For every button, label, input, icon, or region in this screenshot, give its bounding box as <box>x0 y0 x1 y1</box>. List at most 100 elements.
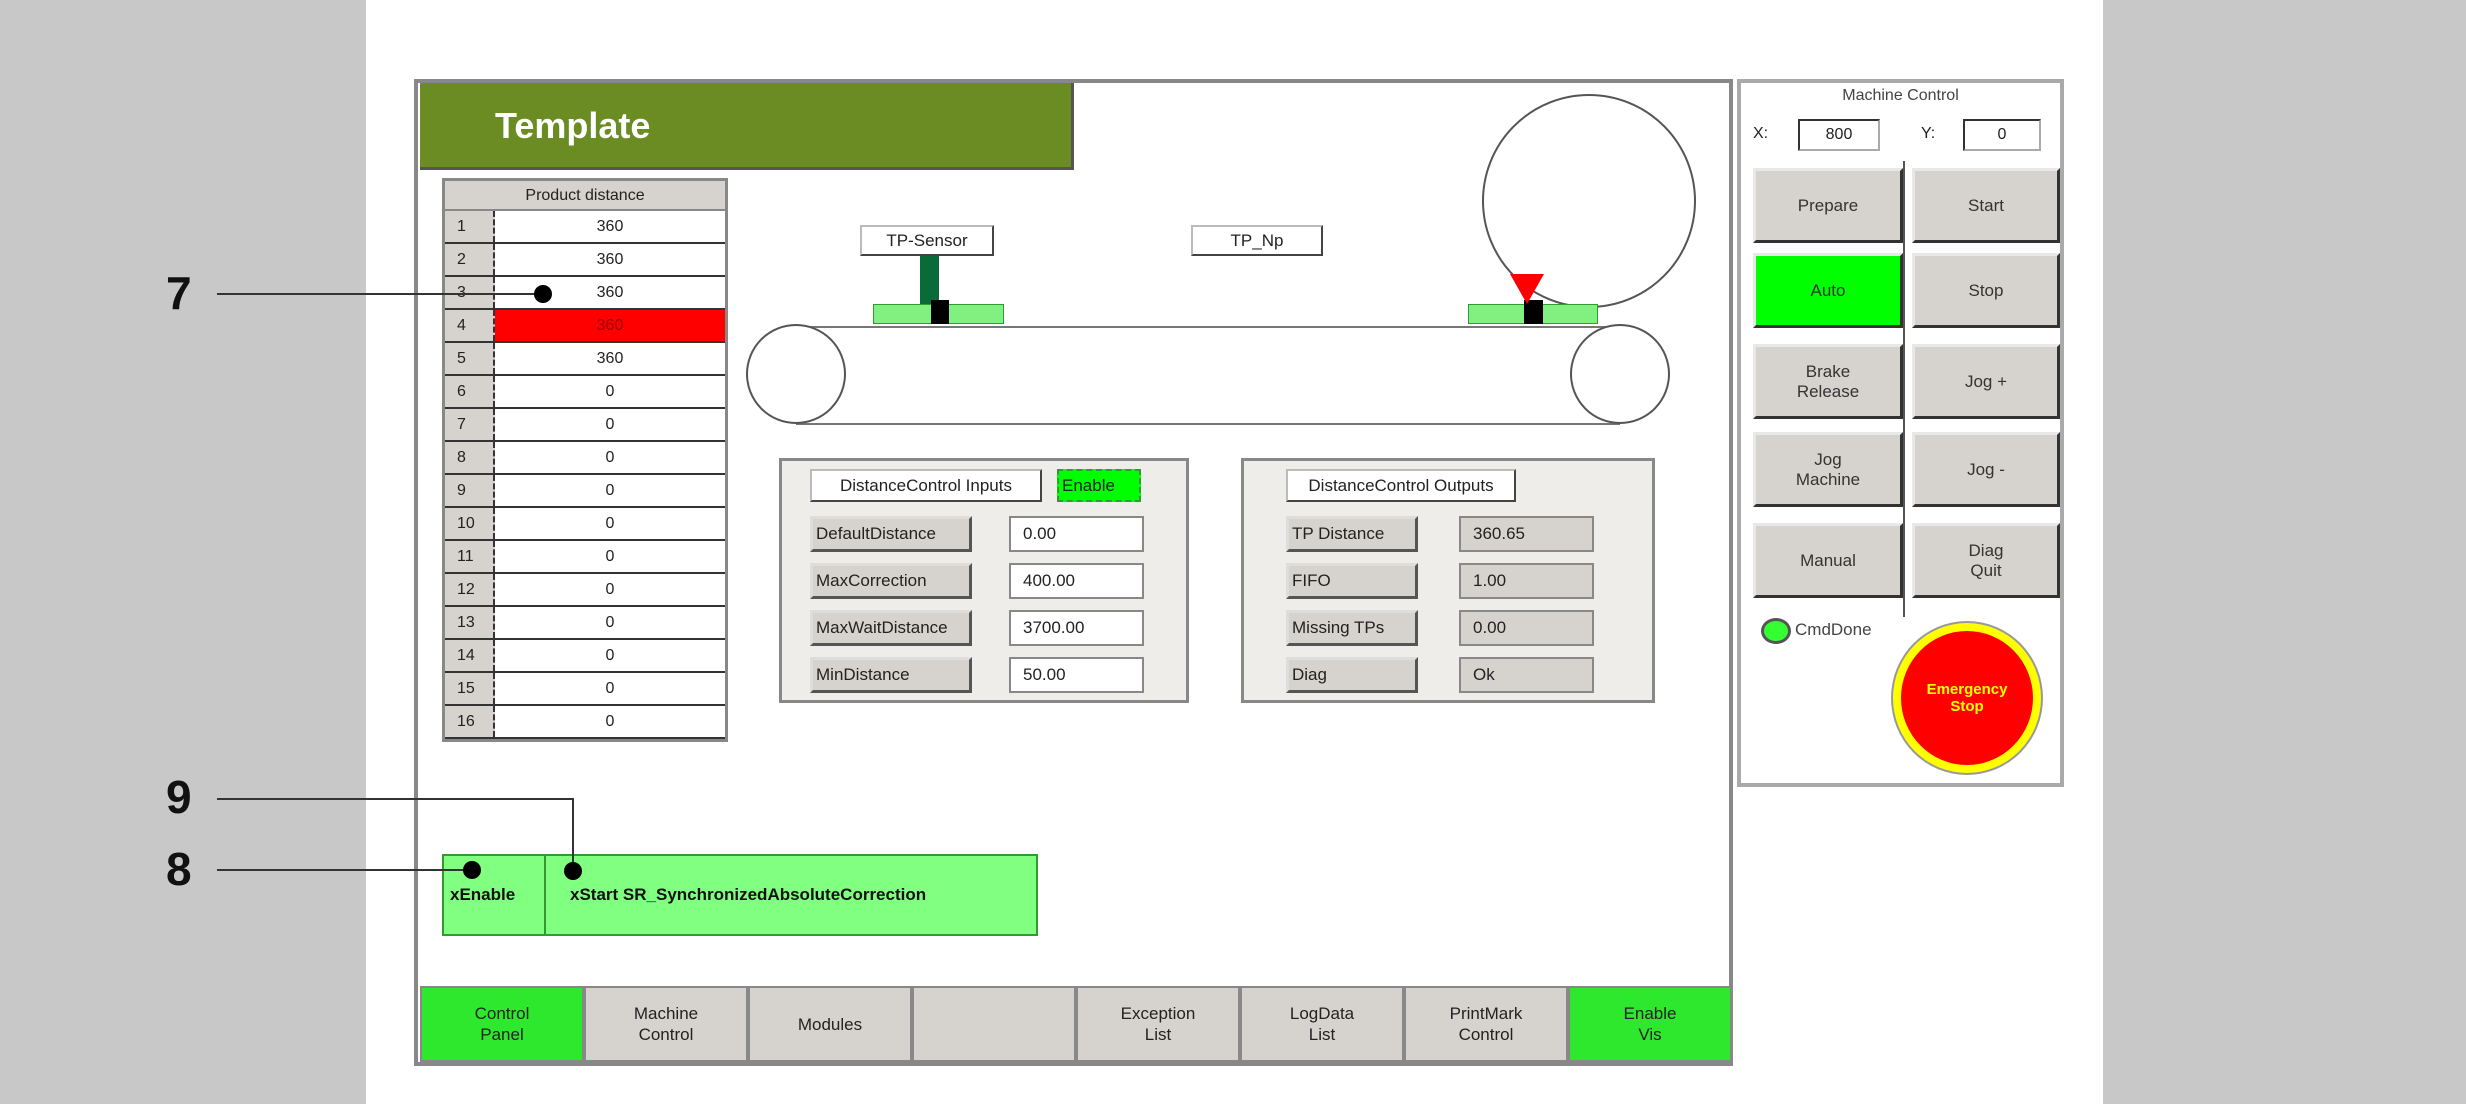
callout-7: 7 <box>166 267 192 319</box>
input-field[interactable]: 50.00 <box>1009 657 1144 693</box>
distance-value[interactable]: 360 <box>495 244 725 275</box>
input-field[interactable]: 3700.00 <box>1009 610 1144 646</box>
machine-button[interactable]: Prepare <box>1753 168 1903 243</box>
callout-7-dot <box>534 285 552 303</box>
row-index: 3 <box>445 277 495 308</box>
tp-sensor-label: TP-Sensor <box>860 225 994 256</box>
inputs-title: DistanceControl Inputs <box>810 469 1042 502</box>
product-distance-table: Product distance 13602360336043605360607… <box>442 178 728 742</box>
machine-button[interactable]: Jog + <box>1912 344 2060 419</box>
input-label: MinDistance <box>810 657 972 693</box>
enable-indicator[interactable]: Enable <box>1057 469 1141 502</box>
distance-value[interactable]: 0 <box>495 376 725 407</box>
output-label: Missing TPs <box>1286 610 1418 646</box>
nav-button[interactable]: Exception List <box>1076 986 1240 1062</box>
x-value-field[interactable]: 800 <box>1798 119 1880 151</box>
distance-value[interactable]: 360 <box>495 211 725 242</box>
machine-button[interactable]: Auto <box>1753 253 1903 328</box>
row-index: 2 <box>445 244 495 275</box>
machine-button[interactable]: Stop <box>1912 253 2060 328</box>
distance-value[interactable]: 360 <box>495 310 725 341</box>
y-value-field[interactable]: 0 <box>1963 119 2041 151</box>
cmd-done-led-icon <box>1761 618 1791 644</box>
nav-button[interactable]: Control Panel <box>420 986 584 1062</box>
distance-value[interactable]: 0 <box>495 508 725 539</box>
nav-button[interactable]: Modules <box>748 986 912 1062</box>
nav-button[interactable]: Machine Control <box>584 986 748 1062</box>
row-index: 10 <box>445 508 495 539</box>
output-label: Diag <box>1286 657 1418 693</box>
machine-button[interactable]: Diag Quit <box>1912 523 2060 598</box>
xenable-field: xEnable <box>444 856 546 934</box>
distance-value[interactable]: 0 <box>495 409 725 440</box>
callout-8-dot <box>463 861 481 879</box>
distance-value[interactable]: 0 <box>495 673 725 704</box>
right-margin <box>2103 0 2466 1104</box>
callout-9: 9 <box>166 771 192 823</box>
nav-button[interactable]: LogData List <box>1240 986 1404 1062</box>
row-index: 8 <box>445 442 495 473</box>
machine-button[interactable]: Brake Release <box>1753 344 1903 419</box>
emergency-stop-button[interactable]: Emergency Stop <box>1893 623 2041 773</box>
distance-value[interactable]: 0 <box>495 640 725 671</box>
row-index: 13 <box>445 607 495 638</box>
row-index: 15 <box>445 673 495 704</box>
distance-value[interactable]: 0 <box>495 607 725 638</box>
nav-button[interactable]: Enable Vis <box>1568 986 1732 1062</box>
callout-8-line <box>217 869 472 871</box>
output-value: 360.65 <box>1459 516 1594 552</box>
row-index: 14 <box>445 640 495 671</box>
callout-9-line <box>217 798 573 800</box>
input-field[interactable]: 0.00 <box>1009 516 1144 552</box>
output-value: 1.00 <box>1459 563 1594 599</box>
distance-value[interactable]: 360 <box>495 343 725 374</box>
left-roller <box>746 324 846 424</box>
table-row: 3360 <box>445 277 725 310</box>
input-field[interactable]: 400.00 <box>1009 563 1144 599</box>
machine-button[interactable]: Start <box>1912 168 2060 243</box>
distance-value[interactable]: 0 <box>495 475 725 506</box>
callout-7-line <box>217 293 543 295</box>
table-header: Product distance <box>445 181 725 211</box>
nav-button[interactable]: PrintMark Control <box>1404 986 1568 1062</box>
distance-value[interactable]: 360 <box>495 277 725 308</box>
left-margin <box>0 0 366 1104</box>
status-bar: xEnable xStart SR_SynchronizedAbsoluteCo… <box>442 854 1038 936</box>
distance-value[interactable]: 0 <box>495 706 725 737</box>
nav-button[interactable] <box>912 986 1076 1062</box>
callout-9-dot <box>564 862 582 880</box>
machine-button[interactable]: Jog Machine <box>1753 432 1903 507</box>
machine-button[interactable]: Manual <box>1753 523 1903 598</box>
output-value: Ok <box>1459 657 1594 693</box>
callout-9-line-vertical <box>572 798 574 870</box>
row-index: 1 <box>445 211 495 242</box>
input-label: MaxCorrection <box>810 563 972 599</box>
sensor-marker <box>931 300 949 324</box>
machine-button[interactable]: Jog - <box>1912 432 2060 507</box>
distance-value[interactable]: 0 <box>495 541 725 572</box>
row-index: 9 <box>445 475 495 506</box>
output-label: FIFO <box>1286 563 1418 599</box>
row-index: 7 <box>445 409 495 440</box>
xstart-field: xStart SR_SynchronizedAbsoluteCorrection <box>570 885 927 904</box>
page-title: Template <box>420 83 1074 170</box>
distance-value[interactable]: 0 <box>495 442 725 473</box>
x-label: X: <box>1753 125 1769 142</box>
print-mark-icon <box>1510 274 1544 304</box>
y-label: Y: <box>1921 125 1936 142</box>
distance-value[interactable]: 0 <box>495 574 725 605</box>
